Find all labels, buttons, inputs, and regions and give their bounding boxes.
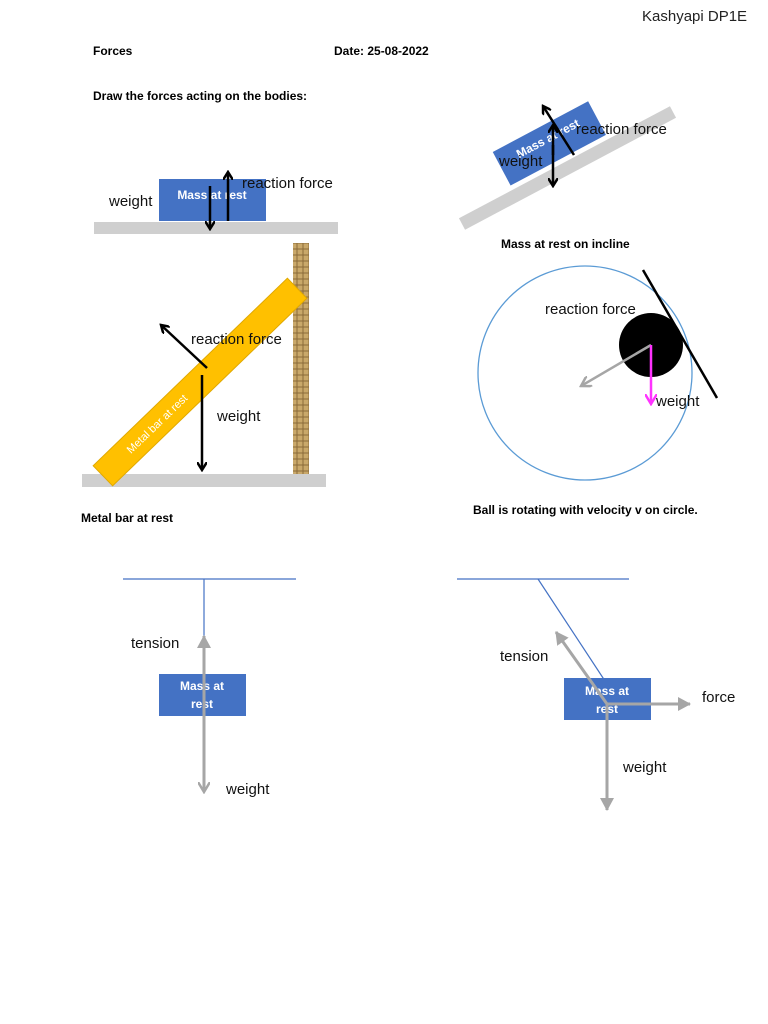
incline-surface bbox=[458, 106, 677, 230]
ground-surface bbox=[94, 222, 338, 234]
page-title: Forces bbox=[93, 44, 133, 58]
circular-path bbox=[477, 265, 693, 481]
mass-box bbox=[159, 179, 266, 221]
ball-reaction-arrow bbox=[581, 343, 652, 386]
mass-box-label: Mass at rest bbox=[177, 188, 246, 202]
pulled-tension-label: tension bbox=[500, 648, 549, 665]
incline-reaction-label: reaction force bbox=[576, 121, 667, 138]
incline-mass-box bbox=[492, 101, 606, 186]
date-label: Date: 25-08-2022 bbox=[334, 44, 429, 58]
ball-reaction-label: reaction force bbox=[545, 301, 636, 318]
bar-ground bbox=[82, 474, 326, 487]
weight-label: weight bbox=[109, 193, 153, 210]
metal-bar-label: Metal bar at rest bbox=[125, 392, 191, 456]
metal-bar-caption: Metal bar at rest bbox=[81, 511, 174, 525]
bar-weight-label: weight bbox=[217, 408, 261, 425]
reaction-force-label: reaction force bbox=[242, 175, 333, 192]
circle-caption: Ball is rotating with velocity v on circ… bbox=[473, 503, 698, 517]
incline-weight-label: weight bbox=[499, 153, 543, 170]
pulled-force-label: force bbox=[702, 689, 736, 706]
bar-reaction-arrow bbox=[161, 325, 208, 369]
hanging-mass-label-2: rest bbox=[191, 697, 213, 711]
hanging-tension-label: tension bbox=[131, 635, 180, 652]
hanging-mass-label-1: Mass at bbox=[180, 679, 224, 693]
author-name: Kashyapi DP1E bbox=[642, 8, 748, 25]
hanging-weight-label: weight bbox=[226, 781, 270, 798]
metal-bar bbox=[92, 277, 308, 487]
angled-string bbox=[537, 578, 608, 685]
diagram-pulled-mass: Mass at rest bbox=[457, 578, 691, 811]
pulled-tension-arrow bbox=[554, 631, 609, 705]
instruction-text: Draw the forces acting on the bodies: bbox=[93, 89, 308, 103]
wall bbox=[293, 243, 309, 474]
pulled-weight-label: weight bbox=[623, 759, 667, 776]
incline-caption: Mass at rest on incline bbox=[501, 237, 630, 251]
diagram-metal-bar: Metal bar at rest bbox=[82, 243, 326, 487]
diagram-mass-on-incline: Mass at rest bbox=[458, 101, 677, 230]
pulled-mass-label-1: Mass at bbox=[585, 684, 629, 698]
diagram-mass-on-ground: Mass at rest bbox=[94, 172, 338, 234]
ball-weight-label: weight bbox=[656, 393, 700, 410]
bar-reaction-label: reaction force bbox=[191, 331, 282, 348]
diagram-hanging-mass: Mass at rest bbox=[123, 578, 296, 792]
diagram-rotating-ball bbox=[477, 265, 719, 481]
incline-reaction-arrow bbox=[543, 106, 576, 156]
